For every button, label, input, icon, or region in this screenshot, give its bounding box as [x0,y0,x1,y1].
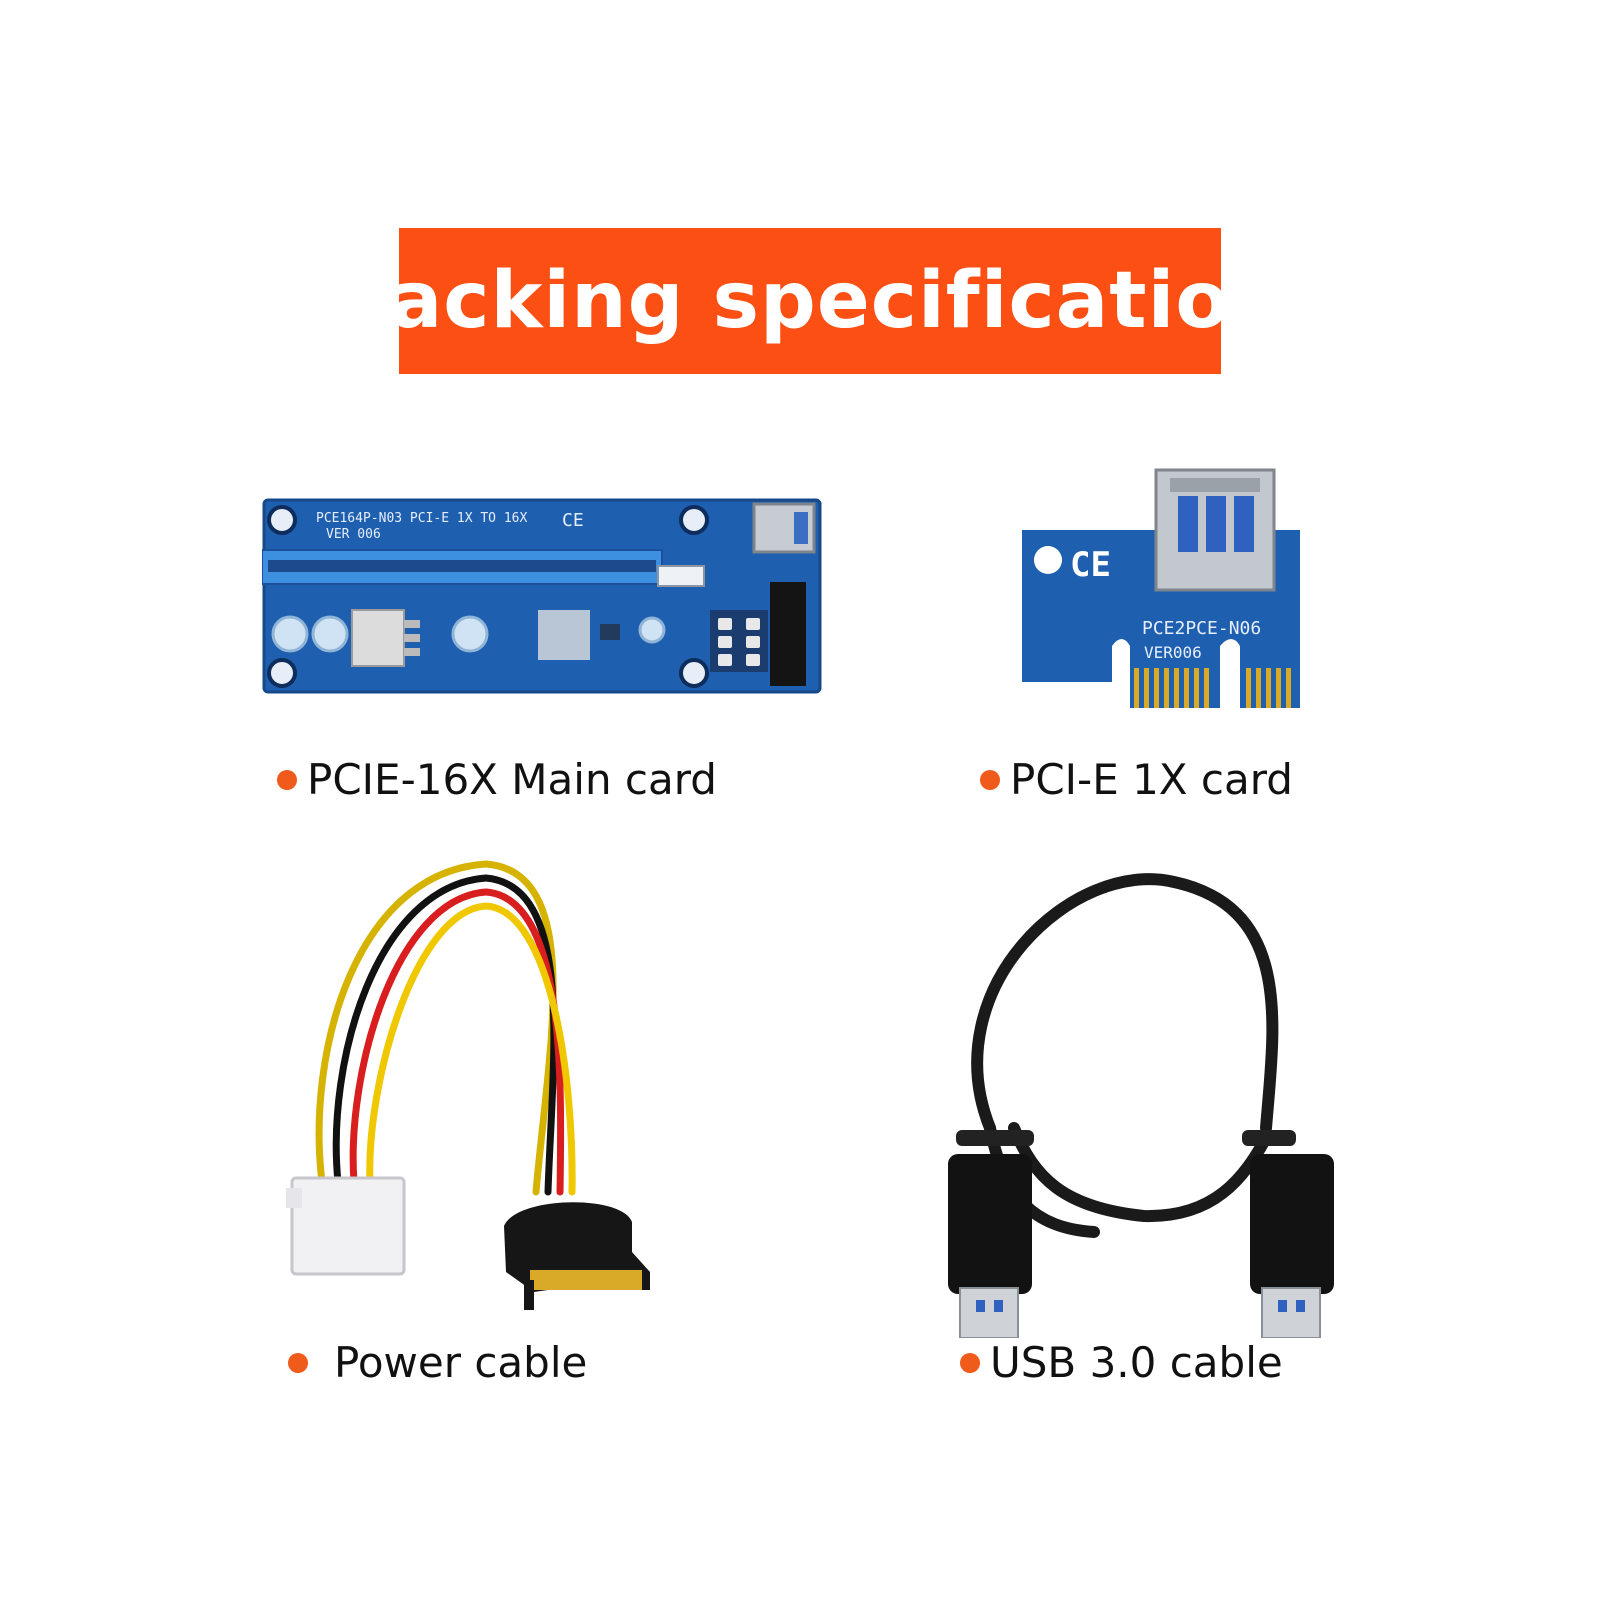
banner-title: Packing specification [333,256,1287,346]
power-cable-image [286,852,686,1326]
pcie-16x-main-card-image: PCE164P-N03 PCI-E 1X TO 16X VER 006 CE [261,498,822,702]
pcie-1x-ce-mark: CE [1070,545,1111,585]
main-card-board-text-1: PCE164P-N03 PCI-E 1X TO 16X [316,511,527,526]
caption-text: PCI-E 1X card [1010,755,1293,804]
pcie-1x-card-caption: PCI-E 1X card [980,755,1293,804]
usb3-cable-image [944,868,1344,1342]
pcie-1x-board-text-2: VER006 [1144,643,1202,662]
bullet-icon [960,1352,980,1373]
caption-text: Power cable [334,1338,588,1387]
packing-specification-banner: Packing specification [334,228,1285,374]
main-card-ce-mark: CE [562,510,584,531]
power-cable-caption: Power cable [288,1338,587,1387]
pcie-1x-board-text-1: PCE2PCE-N06 [1142,618,1261,639]
pcie-16x-main-card-caption: PCIE-16X Main card [277,755,717,804]
main-card-board-text-2: VER 006 [326,527,381,542]
caption-text: PCIE-16X Main card [307,755,717,804]
usb3-cable-caption: USB 3.0 cable [960,1338,1283,1387]
caption-text: USB 3.0 cable [990,1338,1283,1387]
bullet-icon [288,1352,308,1373]
bullet-icon [980,769,1000,790]
bullet-icon [277,769,297,790]
pcie-1x-card-image: CE PCE2PCE-N06 VER006 [1018,468,1308,732]
